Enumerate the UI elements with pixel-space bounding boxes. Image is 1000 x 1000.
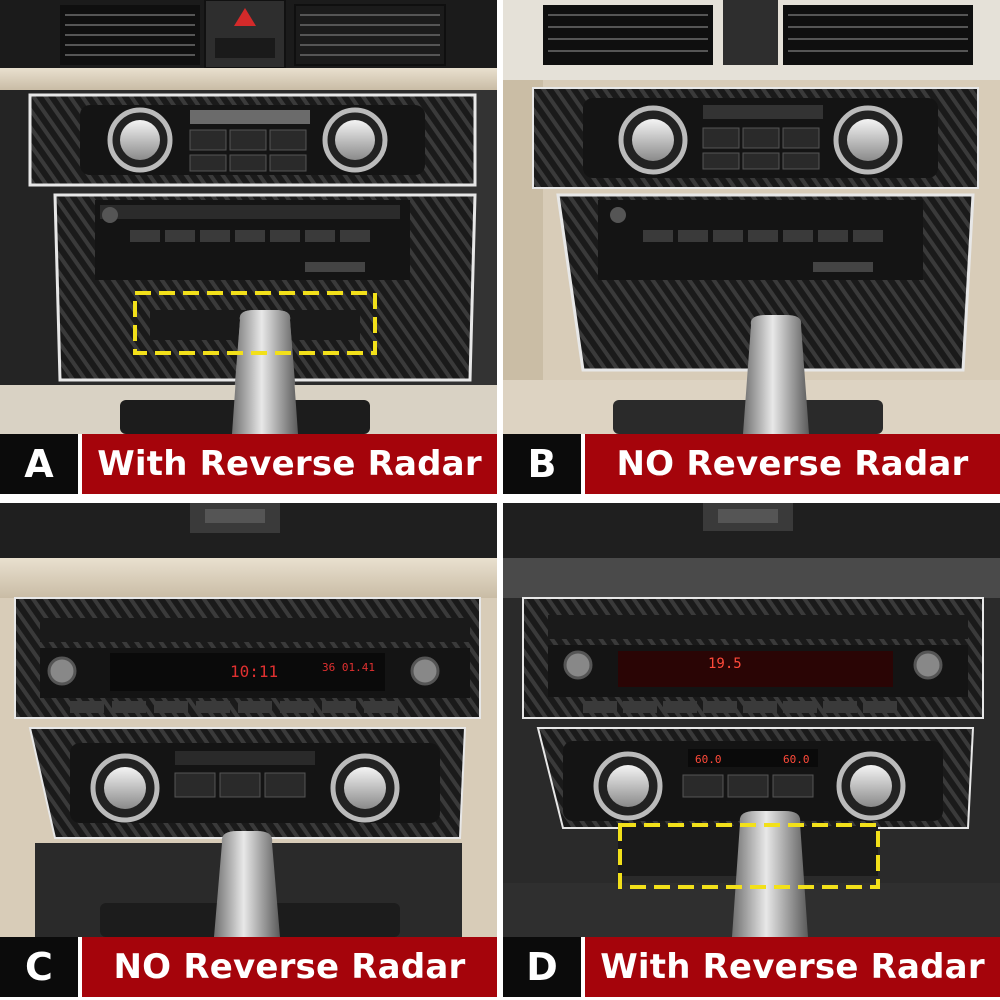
panel-letter: A [0,434,78,494]
panel-d: 19.5 60.0 60.0 D With Rev [503,503,1000,1000]
panel-c-photo: 10:11 36 01.41 [0,503,497,937]
panel-b-photo [503,0,1000,434]
caption-d: D With Reverse Radar [503,937,1000,1000]
panel-letter: B [503,434,581,494]
radar-highlight-box [618,823,880,889]
panel-letter: D [503,937,581,997]
panel-b: B NO Reverse Radar [503,0,1000,497]
display-clock: 10:11 [230,662,278,681]
caption-c: C NO Reverse Radar [0,937,497,1000]
caption-a: A With Reverse Radar [0,434,497,497]
panel-label: NO Reverse Radar [82,937,497,997]
panel-a-photo [0,0,497,434]
panel-label: With Reverse Radar [82,434,497,494]
panel-a: A With Reverse Radar [0,0,497,497]
caption-b: B NO Reverse Radar [503,434,1000,497]
panel-letter: C [0,937,78,997]
panel-c: 10:11 36 01.41 C NO Reve [0,503,497,1000]
panel-label: NO Reverse Radar [585,434,1000,494]
display-frequency: 19.5 [708,656,742,672]
panel-label: With Reverse Radar [585,937,1000,997]
radar-highlight-box [133,291,377,355]
panel-d-photo: 19.5 60.0 60.0 [503,503,1000,937]
display-temp-right: 60.0 [783,753,810,766]
display-band: 36 01.41 [322,661,375,674]
display-temp-left: 60.0 [695,753,722,766]
